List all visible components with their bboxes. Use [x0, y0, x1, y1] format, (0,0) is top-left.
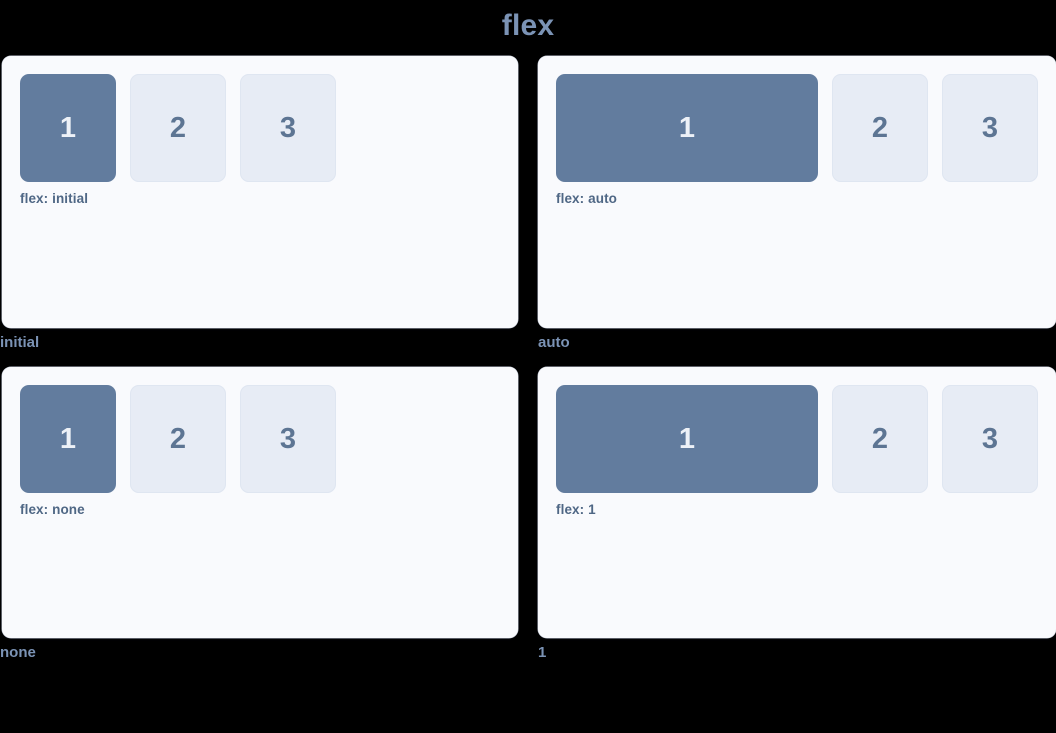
flex-item-1: 1: [20, 385, 116, 493]
demo-caption: initial: [0, 334, 40, 351]
flex-item-label: 1: [59, 422, 77, 455]
flex-item-label: 1: [678, 111, 696, 144]
flex-item-label: 1: [678, 422, 696, 455]
flex-item-label: 3: [279, 111, 297, 144]
flex-container-one: 1 2 3: [556, 385, 1038, 493]
flex-item-label: 1: [59, 111, 77, 144]
flex-item-2: 2: [832, 385, 928, 493]
demo-panel-none: 1 2 3 flex: none: [2, 367, 518, 638]
flex-container-auto: 1 2 3: [556, 74, 1038, 182]
flex-container-initial: 1 2 3: [20, 74, 500, 182]
flex-item-label: 2: [871, 111, 889, 144]
demo-flex-one: 1 2 3 flex: 1 1: [538, 367, 1056, 663]
demo-flex-auto: 1 2 3 flex: auto auto: [538, 56, 1056, 353]
demo-panel-one: 1 2 3 flex: 1: [538, 367, 1056, 638]
flex-item-3: 3: [240, 385, 336, 493]
flex-container-none: 1 2 3: [20, 385, 500, 493]
flex-item-3: 3: [240, 74, 336, 182]
page-title: flex: [501, 9, 555, 42]
flex-item-3: 3: [942, 74, 1038, 182]
demo-panel-initial: 1 2 3 flex: initial: [2, 56, 518, 328]
flex-item-1: 1: [556, 385, 818, 493]
demo-code-label: flex: none: [20, 502, 85, 517]
demo-panel-auto: 1 2 3 flex: auto: [538, 56, 1056, 328]
flex-item-3: 3: [942, 385, 1038, 493]
demo-flex-none: 1 2 3 flex: none none: [0, 367, 518, 663]
flex-item-2: 2: [130, 74, 226, 182]
flex-item-1: 1: [20, 74, 116, 182]
demo-flex-initial: 1 2 3 flex: initial initial: [0, 56, 518, 353]
demo-code-label: flex: initial: [20, 191, 89, 206]
flex-item-1: 1: [556, 74, 818, 182]
flex-item-label: 2: [871, 422, 889, 455]
flex-item-label: 3: [981, 422, 999, 455]
flex-item-label: 3: [279, 422, 297, 455]
flex-item-2: 2: [832, 74, 928, 182]
demo-caption: 1: [538, 644, 547, 661]
demo-code-label: flex: auto: [556, 191, 618, 206]
flex-item-2: 2: [130, 385, 226, 493]
flex-item-label: 3: [981, 111, 999, 144]
flex-item-label: 2: [169, 111, 187, 144]
demo-caption: auto: [538, 334, 570, 351]
flex-item-label: 2: [169, 422, 187, 455]
demo-code-label: flex: 1: [556, 502, 596, 517]
demo-caption: none: [0, 644, 36, 661]
